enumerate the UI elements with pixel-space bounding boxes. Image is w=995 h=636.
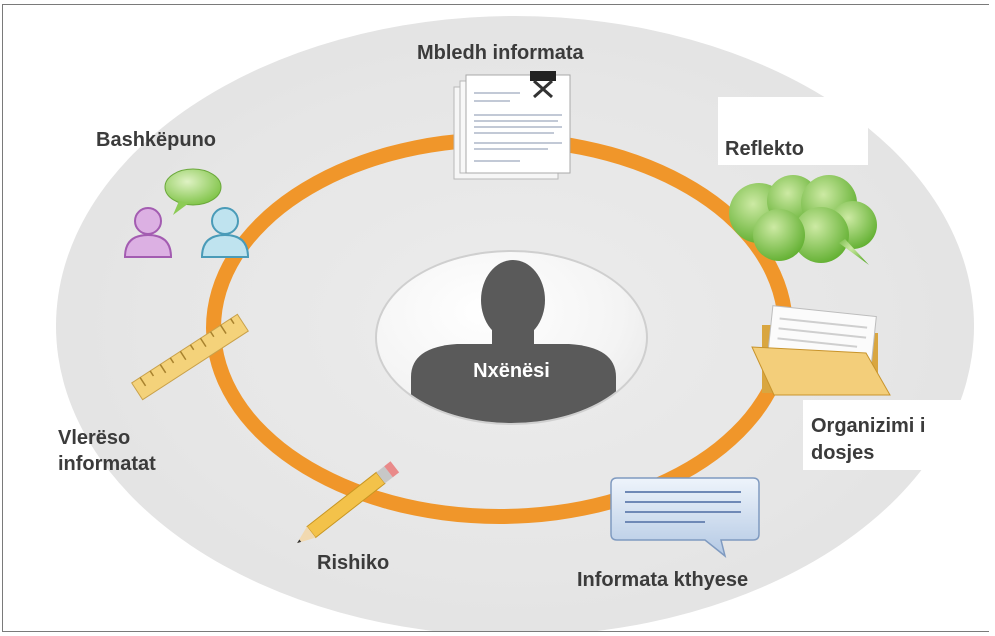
step-label-review: Rishiko — [317, 552, 390, 574]
label-backdrop — [803, 400, 989, 470]
step-label-reflect: Reflekto — [725, 138, 804, 160]
people-chat-icon — [123, 168, 250, 258]
speech-bubble-icon — [610, 477, 760, 558]
step-label-organize: Organizimi i — [811, 415, 926, 437]
step-label-feedback: Informata kthyese — [577, 569, 749, 591]
step-label-collaborate: Bashkëpuno — [96, 129, 217, 151]
thought-cloud-icon — [729, 175, 877, 265]
step-label-collect: Mbledh informata — [417, 42, 584, 64]
step-label-organize-line2: dosjes — [811, 442, 875, 464]
step-label-evaluate-line2: informatat — [58, 453, 156, 475]
document-stack-icon — [453, 71, 571, 180]
center-label: Nxënësi — [473, 360, 550, 382]
center-node: Nxënësi — [375, 250, 648, 425]
step-label-evaluate: Vlerëso — [58, 427, 131, 449]
ruler-icon — [131, 313, 249, 401]
student-silhouette-icon — [411, 260, 616, 423]
pencil-icon — [297, 461, 400, 544]
folder-icon — [751, 305, 891, 396]
label-backdrop — [718, 97, 868, 165]
diagram-frame: Nxënësi Mbledh informata Reflekto — [2, 4, 989, 632]
